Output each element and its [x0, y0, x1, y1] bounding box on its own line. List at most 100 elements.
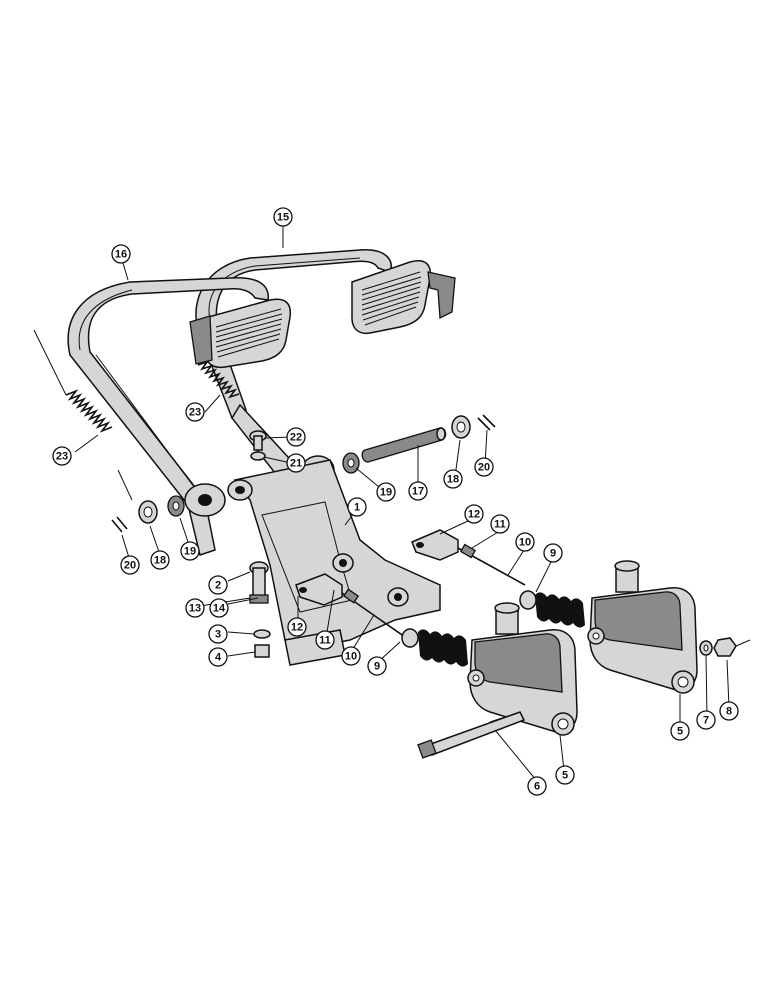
callout-1: 1: [347, 497, 367, 517]
callout-number: 9: [550, 548, 556, 560]
callout-number: 18: [447, 474, 459, 486]
shaft-17: [361, 427, 447, 463]
callout-number: 9: [374, 661, 380, 673]
master-cylinder-5-rear: [587, 560, 698, 694]
washer-7: [699, 640, 713, 656]
clevis-12-lower: [295, 573, 343, 606]
spring-23-left: [33, 329, 133, 501]
nut-4: [254, 644, 270, 658]
callout-23: 23: [52, 446, 72, 466]
callout-11: 11: [490, 514, 510, 534]
callout-number: 15: [277, 212, 289, 224]
callout-18: 18: [443, 469, 463, 489]
callout-number: 2: [215, 580, 221, 592]
callout-21: 21: [286, 453, 306, 473]
callout-circle: [209, 598, 229, 618]
callout-number: 6: [534, 781, 540, 793]
callout-circle: [286, 453, 306, 473]
callout-circle: [464, 504, 484, 524]
callout-circle: [185, 402, 205, 422]
callout-17: 17: [408, 481, 428, 501]
callout-circle: [52, 446, 72, 466]
callout-circle: [367, 656, 387, 676]
callout-number: 4: [215, 652, 222, 664]
callout-number: 16: [115, 249, 127, 261]
callout-number: 20: [478, 462, 490, 474]
callout-number: 5: [677, 726, 683, 738]
callout-number: 20: [124, 560, 136, 572]
callout-10: 10: [515, 532, 535, 552]
callout-number: 23: [56, 451, 68, 463]
callout-7: 7: [696, 710, 716, 730]
callout-number: 10: [519, 537, 531, 549]
callout-number: 5: [562, 770, 568, 782]
cotter-pin-20-left: [111, 516, 128, 533]
callout-16: 16: [111, 244, 131, 264]
bushing-19-left: [167, 495, 185, 517]
callout-circle: [543, 543, 563, 563]
callout-23: 23: [185, 402, 205, 422]
bushing-19-right: [342, 452, 360, 474]
callout-19: 19: [376, 482, 396, 502]
callout-circle: [670, 721, 690, 741]
callout-circle: [120, 555, 140, 575]
callout-circle: [315, 630, 335, 650]
callout-circle: [696, 710, 716, 730]
callout-circle: [208, 647, 228, 667]
callout-number: 7: [703, 715, 709, 727]
callout-8: 8: [719, 701, 739, 721]
callout-circle: [347, 497, 367, 517]
callout-14: 14: [209, 598, 229, 618]
bolt-6: [417, 711, 526, 759]
callout-5: 5: [555, 765, 575, 785]
callout-number: 8: [726, 706, 732, 718]
callout-number: 23: [189, 407, 201, 419]
callout-6: 6: [527, 776, 547, 796]
callout-circle: [150, 550, 170, 570]
pedal-15: [195, 249, 456, 420]
callout-circle: [555, 765, 575, 785]
washer-18-left: [138, 500, 158, 524]
callout-number: 11: [494, 519, 506, 531]
callout-number: 21: [290, 458, 302, 470]
callout-5: 5: [670, 721, 690, 741]
washer-21: [250, 451, 266, 461]
washer-18-right: [451, 415, 471, 439]
callout-4: 4: [208, 647, 228, 667]
callout-number: 3: [215, 629, 221, 641]
callout-number: 13: [189, 603, 201, 615]
callout-18: 18: [150, 550, 170, 570]
callout-circle: [527, 776, 547, 796]
callout-9: 9: [367, 656, 387, 676]
callout-number: 1: [354, 502, 360, 514]
master-cylinder-5-front: [467, 602, 578, 736]
callout-circle: [474, 457, 494, 477]
bolt-2: [249, 561, 269, 604]
callout-2: 2: [208, 575, 228, 595]
callout-number: 18: [154, 555, 166, 567]
callout-circle: [719, 701, 739, 721]
callout-number: 12: [468, 509, 480, 521]
push-rod-10-upper: [457, 543, 526, 586]
clevis-12-upper: [411, 529, 459, 561]
callout-circle: [408, 481, 428, 501]
callout-number: 19: [184, 546, 196, 558]
pedal-16: [67, 277, 292, 556]
callout-circle: [341, 646, 361, 666]
callout-22: 22: [286, 427, 306, 447]
callout-number: 12: [291, 622, 303, 634]
callout-circle: [208, 624, 228, 644]
spring-23-right: [197, 360, 240, 399]
callout-number: 22: [290, 432, 302, 444]
cotter-pin-20-right: [477, 414, 496, 431]
callout-3: 3: [208, 624, 228, 644]
callout-11: 11: [315, 630, 335, 650]
callout-15: 15: [273, 207, 293, 227]
boot-9-upper: [519, 590, 585, 628]
callout-number: 10: [345, 651, 357, 663]
callout-20: 20: [120, 555, 140, 575]
pedal-16-pad: [189, 298, 292, 369]
callout-12: 12: [464, 504, 484, 524]
